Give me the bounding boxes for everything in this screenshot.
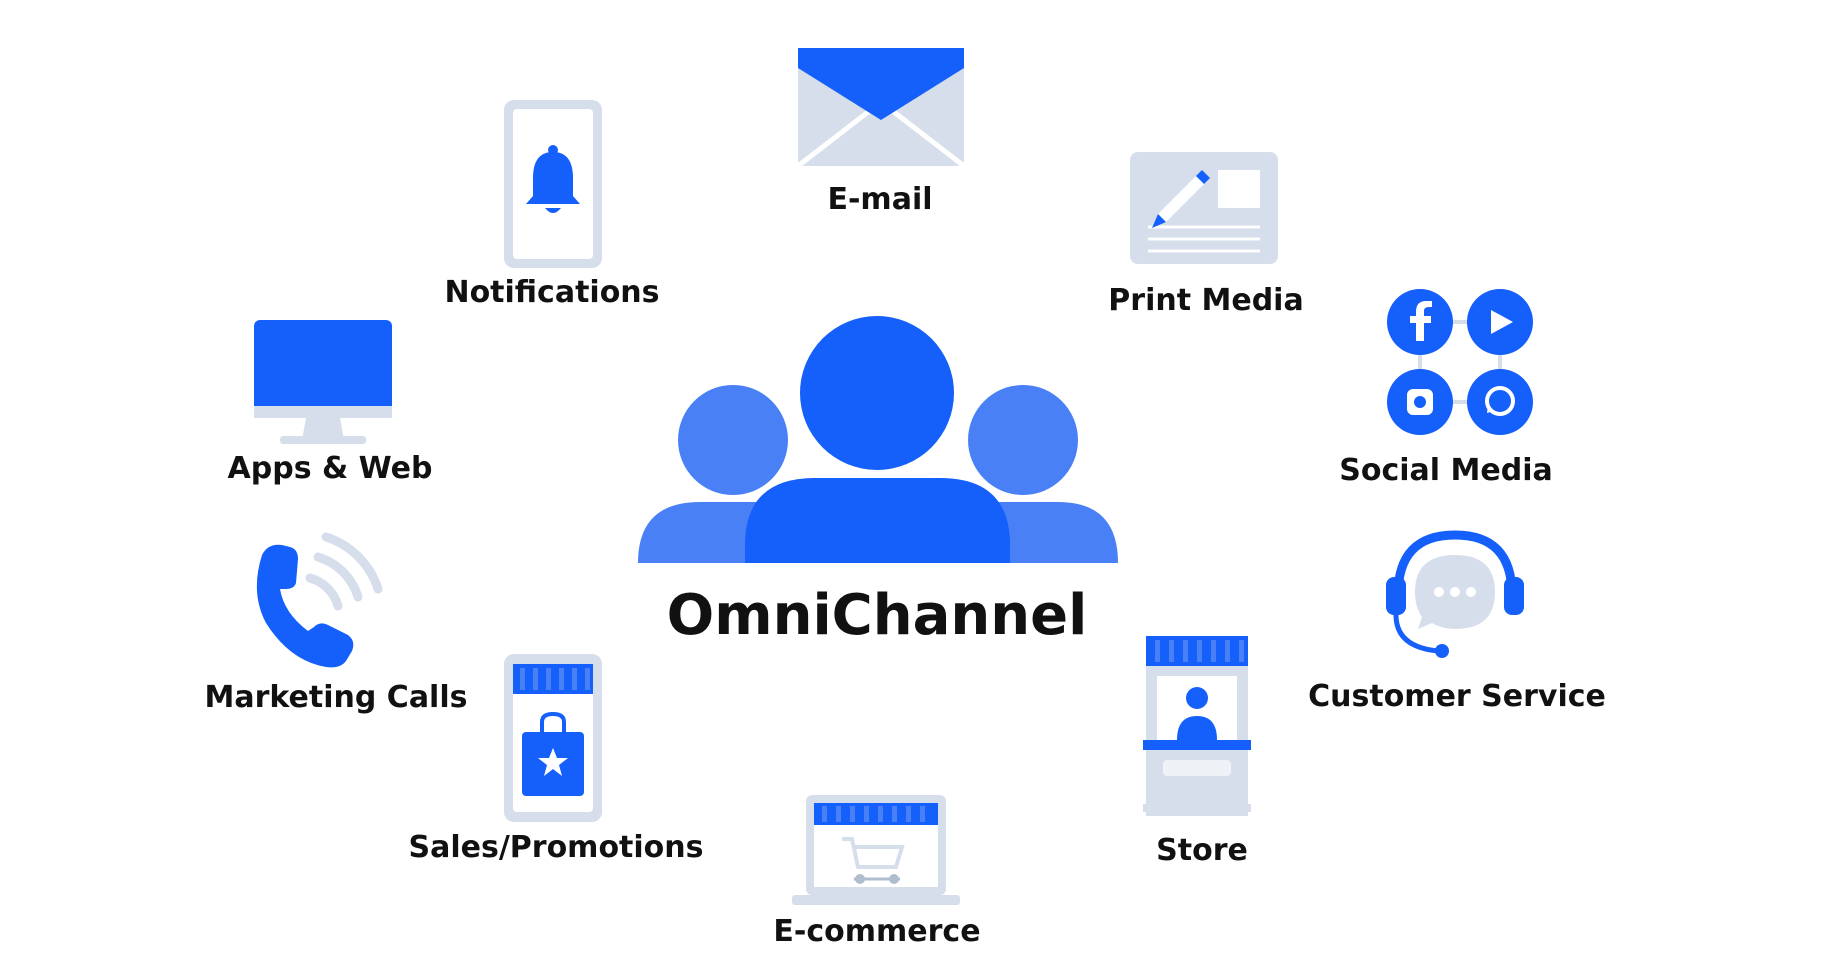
center-title: OmniChannel: [666, 583, 1088, 648]
laptop-cart-icon: [792, 795, 960, 905]
headset-chat-icon: [1386, 530, 1524, 658]
mobile-shop-icon: [504, 654, 602, 822]
postcard-pencil-icon: [1130, 152, 1278, 264]
apps-web-label: Apps & Web: [227, 451, 433, 486]
store-kiosk-icon: [1143, 636, 1251, 816]
customer-service-label: Customer Service: [1308, 679, 1606, 714]
ecommerce-label: E-commerce: [773, 914, 981, 949]
print-media-label: Print Media: [1108, 283, 1304, 318]
notifications-label: Notifications: [444, 275, 660, 310]
marketing-calls-label: Marketing Calls: [204, 680, 468, 715]
phone-call-icon: [256, 532, 383, 668]
sales-promotions-label: Sales/Promotions: [408, 830, 704, 865]
desktop-monitor-icon: [254, 320, 392, 444]
phone-bell-icon: [504, 100, 602, 268]
store-label: Store: [1156, 833, 1248, 868]
envelope-icon: [796, 48, 966, 168]
email-label: E-mail: [827, 182, 933, 217]
social-network-icon: [1387, 289, 1533, 435]
social-media-label: Social Media: [1339, 453, 1553, 488]
